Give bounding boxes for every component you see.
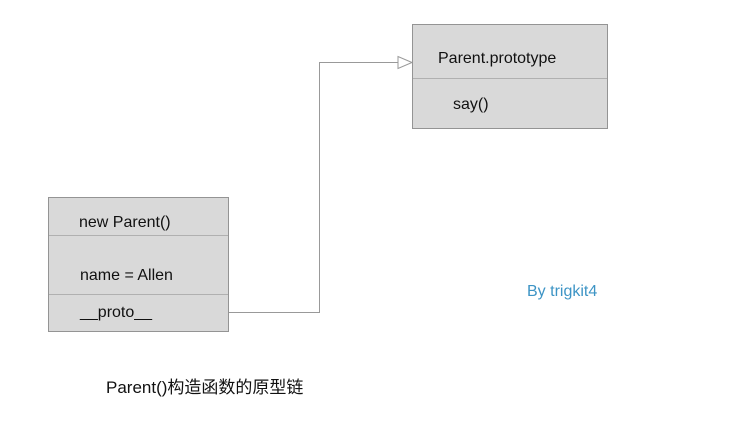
instance-box-property-name: name = Allen — [49, 235, 228, 294]
instance-box-proto-link: __proto__ — [49, 294, 228, 331]
diagram-caption: Parent()构造函数的原型链 — [106, 378, 304, 397]
parent-prototype-box: Parent.prototype say() — [412, 24, 608, 129]
open-arrowhead-icon — [397, 55, 414, 70]
connector-line — [228, 62, 398, 313]
new-parent-instance-box: new Parent() name = Allen __proto__ — [48, 197, 229, 332]
prototype-box-method-say: say() — [413, 78, 607, 128]
author-credit: By trigkit4 — [527, 283, 598, 300]
prototype-box-title: Parent.prototype — [438, 49, 557, 67]
instance-box-title: new Parent() — [79, 213, 171, 231]
